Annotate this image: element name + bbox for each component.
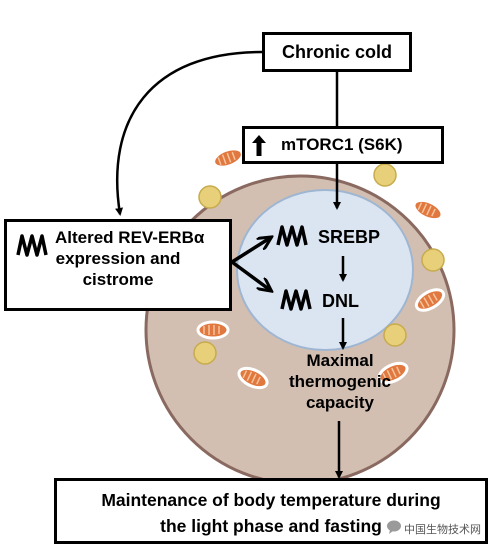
circadian-wave-icon	[276, 225, 308, 247]
maximal-line1: Maximal	[306, 351, 374, 370]
mitochondrion	[196, 320, 230, 340]
lipid-droplet	[193, 341, 217, 365]
watermark-text: 中国生物技术网	[404, 524, 481, 536]
mitochondrion	[377, 361, 409, 385]
chronic-cold-box: Chronic cold	[262, 32, 412, 72]
srebp-label: SREBP	[318, 227, 381, 247]
mtorc1-label: mTORC1 (S6K)	[281, 135, 403, 154]
chronic-cold-label: Chronic cold	[281, 42, 392, 62]
chat-bubble-icon	[387, 520, 401, 534]
nucleus	[236, 189, 414, 351]
lipid-droplet	[198, 185, 222, 209]
rev-erb-label-line1: Altered REV-ERBα	[55, 228, 205, 247]
maintenance-line2: the light phase and fasting	[160, 516, 382, 536]
rev-erb-label-line3: cistrome	[82, 270, 154, 289]
circadian-wave-icon	[16, 234, 48, 257]
arrows	[115, 50, 347, 479]
mtorc1-box: mTORC1 (S6K)	[242, 126, 444, 164]
up-arrow-icon	[252, 135, 266, 156]
arrow-rev-erb-to-srebp	[231, 238, 270, 264]
circadian-wave-icon	[280, 289, 312, 311]
arrow-rev-erb-to-dnl	[230, 260, 270, 290]
maintenance-line1: Maintenance of body temperature during	[101, 490, 441, 510]
maintenance-box: Maintenance of body temperature during t…	[54, 478, 488, 544]
lipid-droplet	[421, 248, 445, 272]
lipid-droplets	[193, 163, 445, 365]
maximal-line3: capacity	[305, 393, 375, 412]
lipid-droplet	[383, 323, 407, 347]
lipid-droplet	[373, 163, 397, 187]
mitochondrion	[412, 198, 444, 222]
mitochondrion	[212, 147, 244, 169]
maximal-thermogenic-capacity-label: Maximal thermogenic capacity	[262, 350, 418, 413]
dnl-label: DNL	[322, 291, 359, 311]
maximal-line2: thermogenic	[288, 372, 392, 391]
mitochondrion	[237, 366, 269, 390]
mitochondria	[196, 147, 446, 390]
arrow-cold-to-rev-erb	[115, 50, 263, 216]
rev-erb-label-line2: expression and	[55, 249, 181, 268]
mitochondrion	[414, 288, 446, 312]
rev-erb-box: Altered REV-ERBα expression and cistrome	[4, 219, 232, 311]
